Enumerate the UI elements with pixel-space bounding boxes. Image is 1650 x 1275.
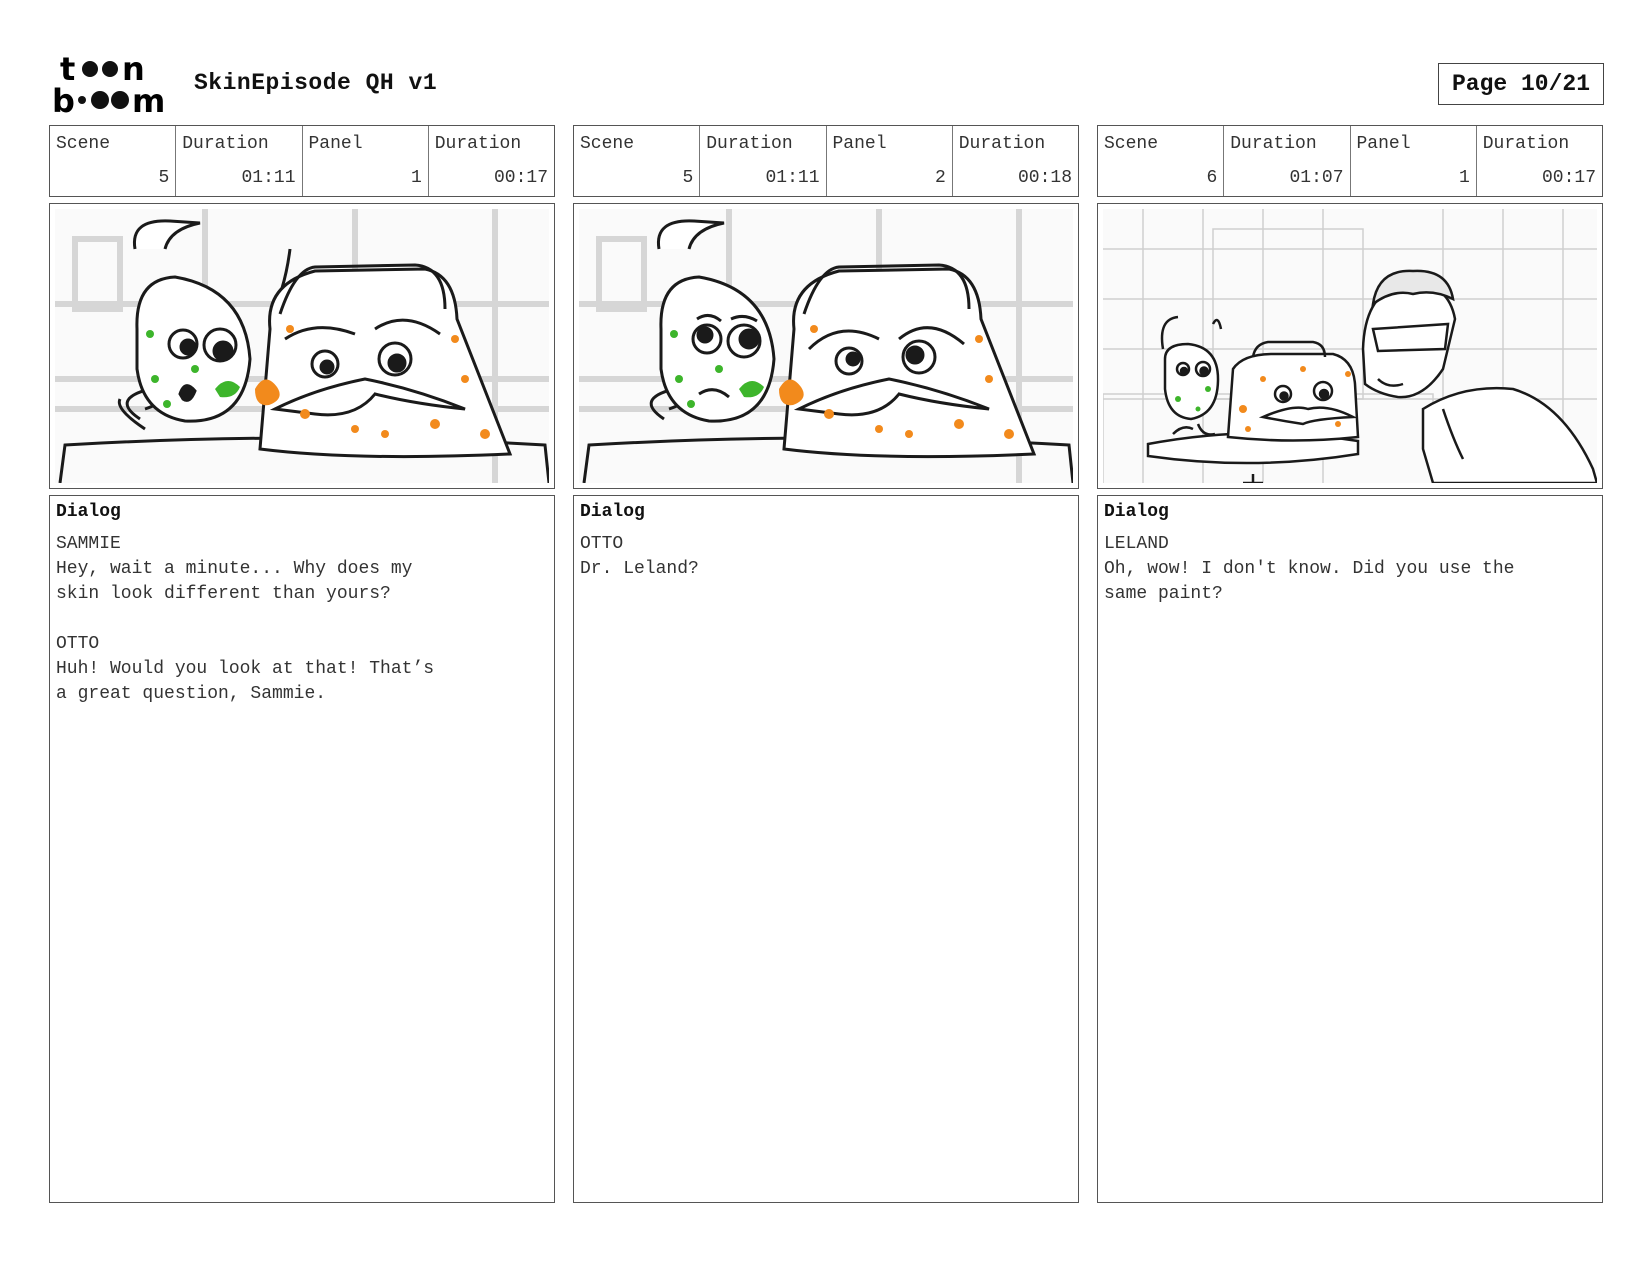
dialog-speaker: OTTO: [580, 534, 624, 554]
logo-letter-m: m: [132, 82, 165, 116]
panel-duration-cell: Duration 00:17: [429, 126, 554, 196]
dialog-box: Dialog SAMMIE Hey, wait a minute... Why …: [49, 495, 555, 1203]
dialog-speaker: OTTO: [56, 634, 100, 654]
dialog-line: Dr. Leland?: [580, 559, 699, 579]
storyboard-frame: [1097, 203, 1603, 489]
panel-column-3: Scene 6 Duration 01:07 Panel 1 Duration …: [1097, 125, 1603, 1203]
scene-duration-value: 01:11: [241, 168, 296, 188]
toonboom-logo: t n b m: [52, 52, 165, 116]
scene-cell: Scene 5: [50, 126, 177, 196]
scene-duration-cell: Duration 01:11: [176, 126, 303, 196]
page-indicator: Page 10/21: [1438, 63, 1604, 105]
panel-value: 1: [1458, 168, 1470, 188]
scene-cell: Scene 6: [1098, 126, 1225, 196]
dialog-heading: Dialog: [1104, 502, 1169, 522]
sketch-leland-with-characters: [1103, 209, 1597, 483]
scene-value: 6: [1206, 168, 1218, 188]
panel-label: Panel: [1356, 134, 1411, 154]
storyboard-frame: [573, 203, 1079, 489]
dialog-entry: OTTO Dr. Leland?: [580, 532, 1072, 582]
panel-duration-label: Duration: [958, 134, 1046, 154]
sketch-sammie-otto-closeup: [55, 209, 549, 483]
panel-duration-cell: Duration 00:18: [953, 126, 1078, 196]
dialog-line: same paint?: [1104, 584, 1223, 604]
panel-label: Panel: [832, 134, 887, 154]
dialog-line: skin look different than yours?: [56, 584, 391, 604]
dialog-line: Oh, wow! I don't know. Did you use the: [1104, 559, 1515, 579]
scene-duration-value: 01:07: [1289, 168, 1344, 188]
scene-duration-label: Duration: [1230, 134, 1317, 154]
panel-value: 1: [410, 168, 422, 188]
logo-letter-n: n: [122, 52, 145, 88]
panel-info-row: Scene 5 Duration 01:11 Panel 1 Duration …: [49, 125, 555, 197]
panel-duration-value: 00:18: [1017, 168, 1072, 188]
scene-value: 5: [682, 168, 694, 188]
storyboard-frame: [49, 203, 555, 489]
dialog-box: Dialog LELAND Oh, wow! I don't know. Did…: [1097, 495, 1603, 1203]
scene-duration-label: Duration: [182, 134, 269, 154]
logo-letter-t: t: [60, 52, 75, 88]
dialog-heading: Dialog: [580, 502, 645, 522]
scene-duration-cell: Duration 01:11: [700, 126, 827, 196]
panel-duration-label: Duration: [434, 134, 522, 154]
document-title: SkinEpisode QH v1: [194, 70, 438, 96]
dialog-entry: OTTO Huh! Would you look at that! That’s…: [56, 632, 548, 707]
dialog-speaker: LELAND: [1104, 534, 1169, 554]
dialog-box: Dialog OTTO Dr. Leland?: [573, 495, 1079, 1203]
panel-cell: Panel 1: [303, 126, 429, 196]
panel-cell: Panel 2: [827, 126, 953, 196]
panel-duration-cell: Duration 00:17: [1477, 126, 1602, 196]
dialog-speaker: SAMMIE: [56, 534, 121, 554]
scene-value: 5: [158, 168, 170, 188]
sketch-sammie-otto-worried: [579, 209, 1073, 483]
panel-column-2: Scene 5 Duration 01:11 Panel 2 Duration …: [573, 125, 1079, 1203]
scene-label: Scene: [1104, 134, 1159, 154]
logo-letter-b: b: [52, 82, 75, 116]
scene-duration-label: Duration: [706, 134, 793, 154]
dialog-line: Hey, wait a minute... Why does my: [56, 559, 413, 579]
panel-duration-value: 00:17: [1541, 168, 1596, 188]
dialog-entry: LELAND Oh, wow! I don't know. Did you us…: [1104, 532, 1596, 607]
dialog-line: a great question, Sammie.: [56, 684, 327, 704]
panel-cell: Panel 1: [1351, 126, 1477, 196]
panel-column-1: Scene 5 Duration 01:11 Panel 1 Duration …: [49, 125, 555, 1203]
panel-duration-label: Duration: [1482, 134, 1570, 154]
panel-label: Panel: [308, 134, 363, 154]
scene-duration-cell: Duration 01:07: [1224, 126, 1351, 196]
scene-label: Scene: [56, 134, 111, 154]
scene-label: Scene: [580, 134, 635, 154]
dialog-entry: SAMMIE Hey, wait a minute... Why does my…: [56, 532, 548, 607]
scene-duration-value: 01:11: [765, 168, 820, 188]
dialog-line: Huh! Would you look at that! That’s: [56, 659, 435, 679]
scene-cell: Scene 5: [574, 126, 701, 196]
panel-value: 2: [934, 168, 946, 188]
panel-info-row: Scene 6 Duration 01:07 Panel 1 Duration …: [1097, 125, 1603, 197]
panel-duration-value: 00:17: [493, 168, 548, 188]
panel-info-row: Scene 5 Duration 01:11 Panel 2 Duration …: [573, 125, 1079, 197]
dialog-heading: Dialog: [56, 502, 121, 522]
